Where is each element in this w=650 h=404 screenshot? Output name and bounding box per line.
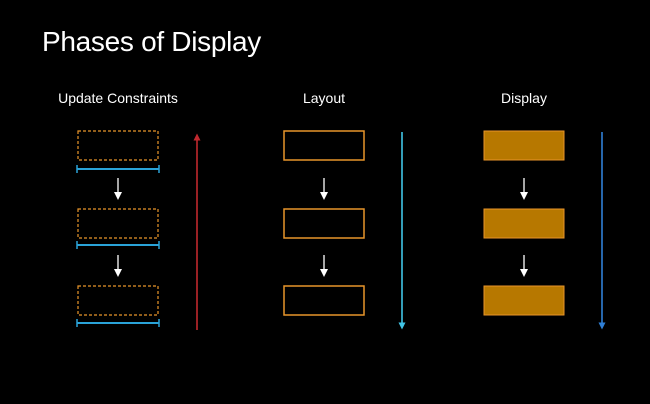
layout-box-1: [283, 130, 365, 161]
column-label-update-constraints: Update Constraints: [58, 90, 178, 106]
display-box-2: [483, 208, 565, 239]
slide-title: Phases of Display: [42, 26, 262, 57]
constraint-box-1: [77, 130, 159, 161]
constraint-box-2: [77, 208, 159, 239]
display-box-3: [483, 285, 565, 316]
column-label-display: Display: [501, 90, 547, 106]
layout-box-2: [283, 208, 365, 239]
constraint-line-1: [76, 165, 160, 173]
constraint-line-3: [76, 319, 160, 327]
update-constraints-column: [76, 130, 201, 330]
display-box-1: [483, 130, 565, 161]
constraint-box-3: [77, 285, 159, 316]
layout-box-3: [283, 285, 365, 316]
layout-column: [283, 130, 406, 330]
constraint-line-2: [76, 241, 160, 249]
column-label-layout: Layout: [302, 90, 346, 106]
display-column: [483, 130, 606, 330]
